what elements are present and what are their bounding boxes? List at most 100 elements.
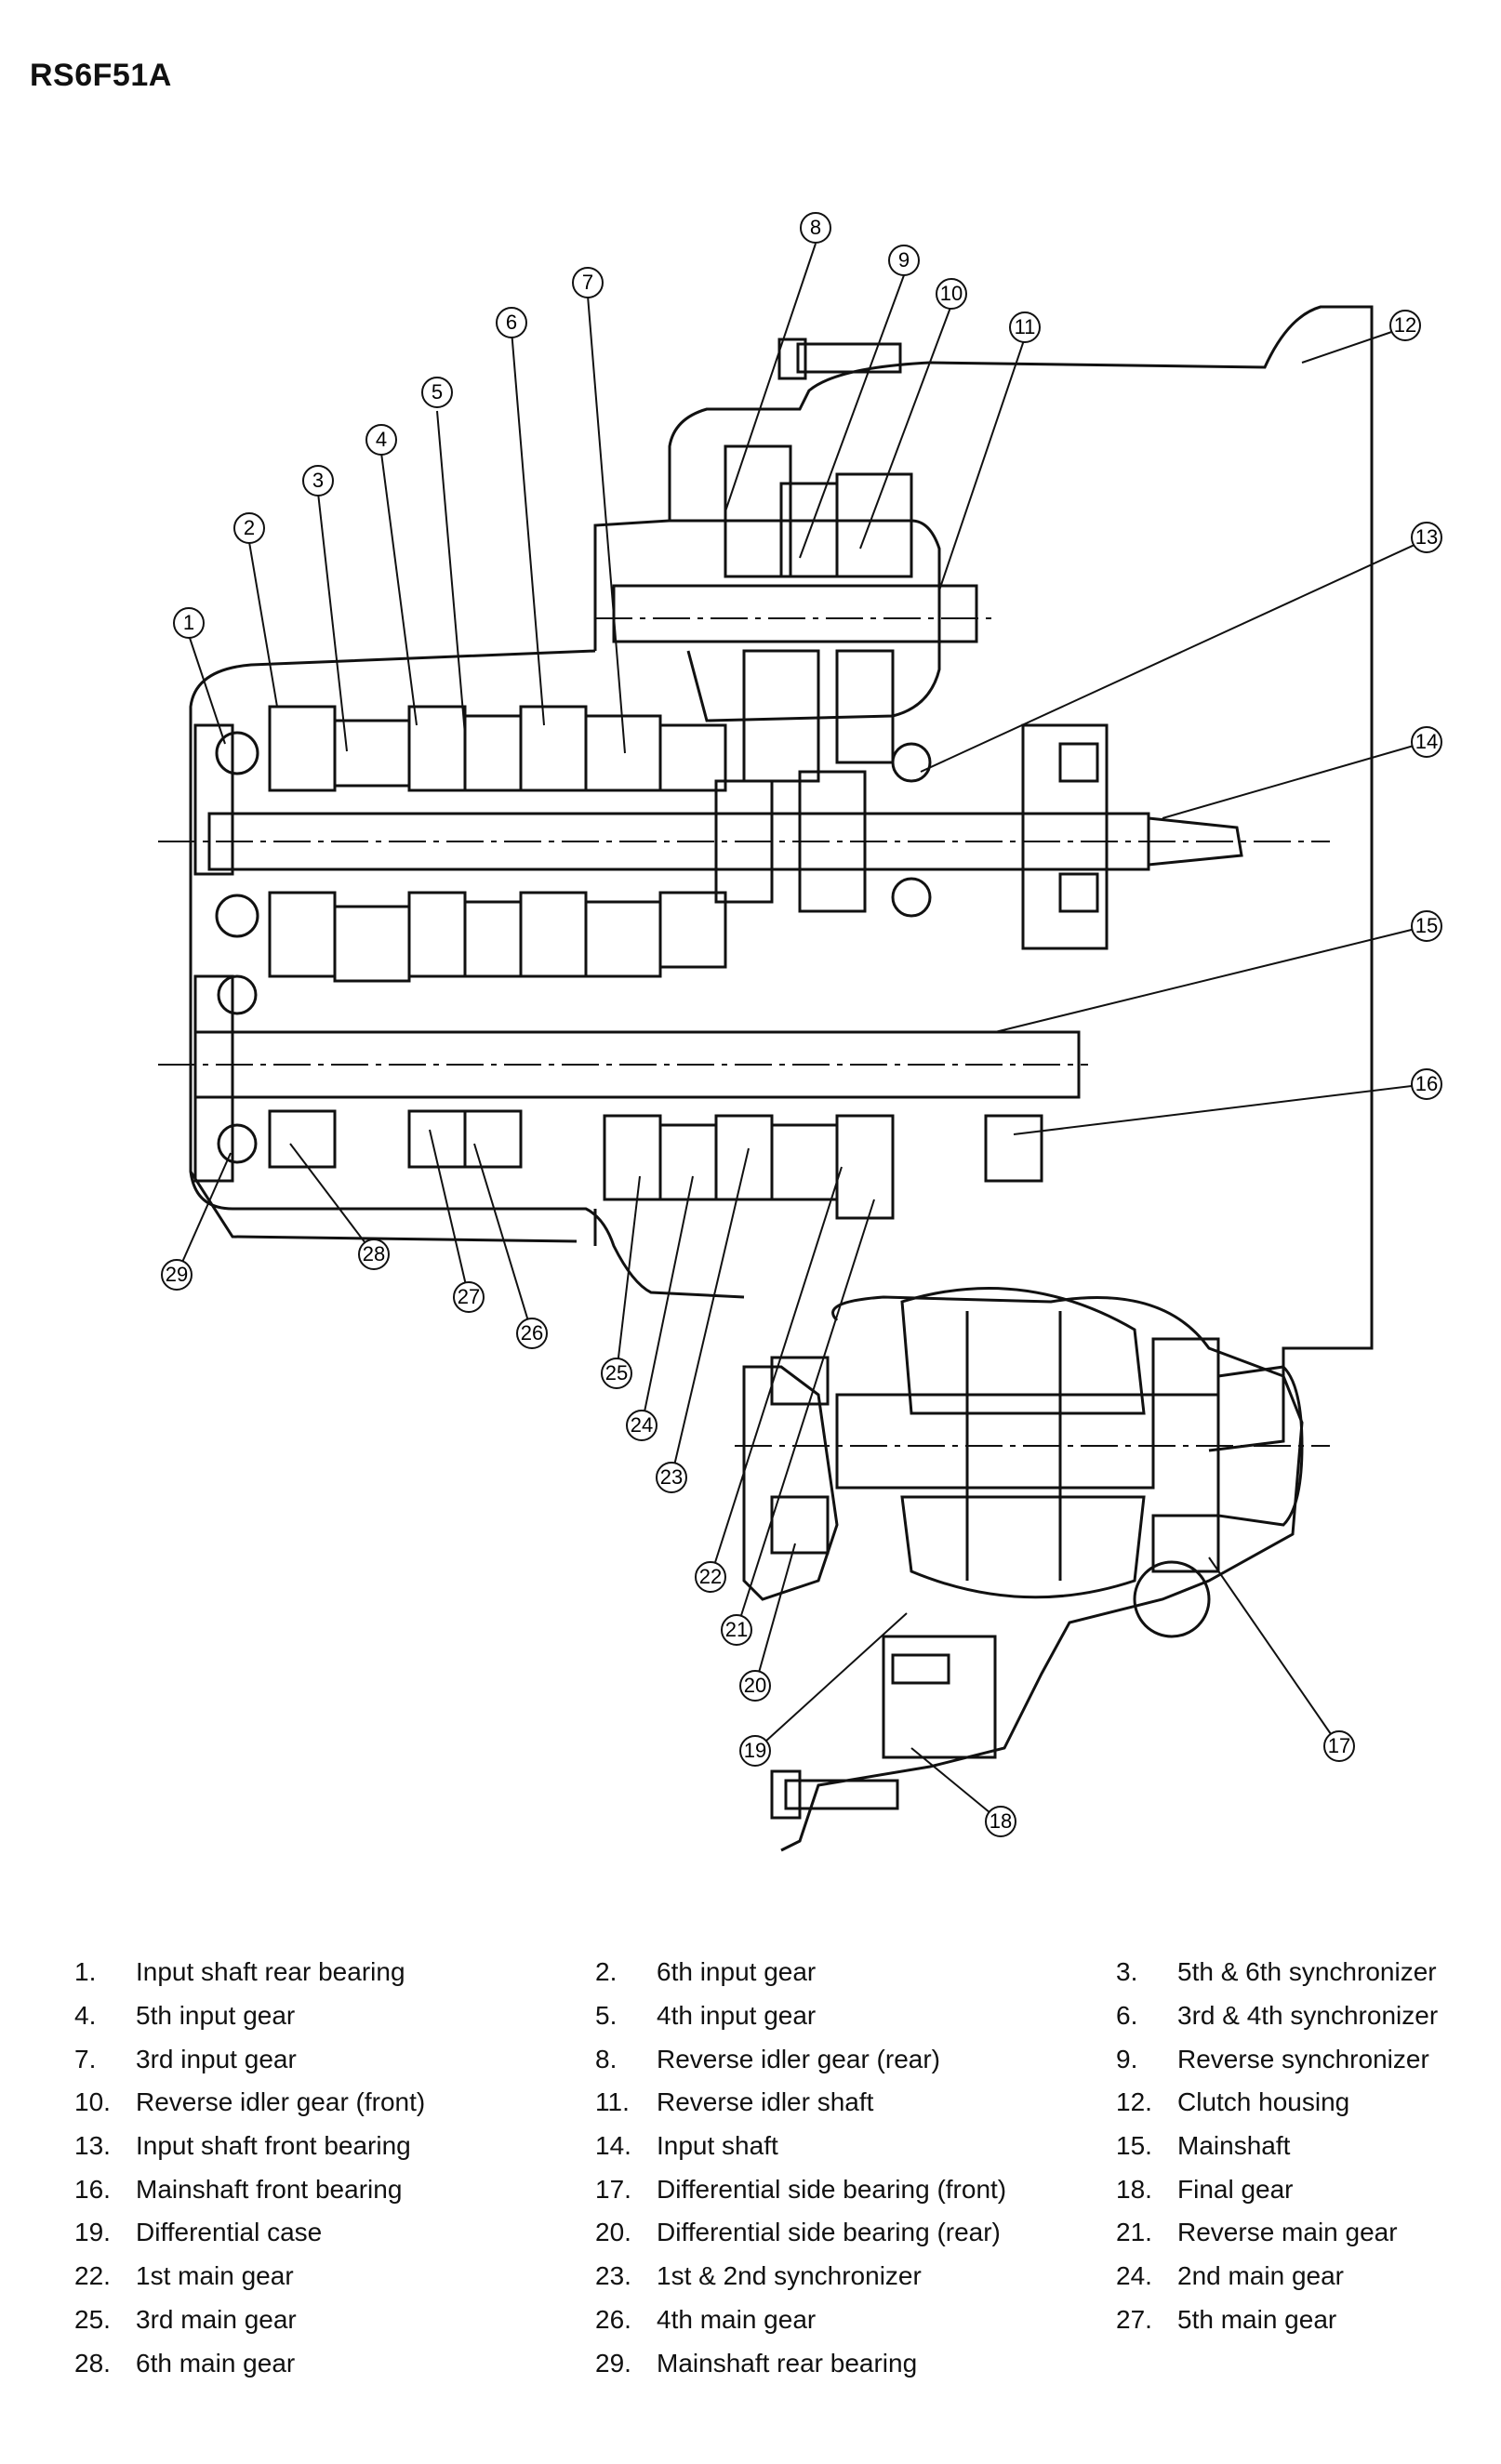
callout-circle — [739, 1670, 771, 1702]
legend-number: 16. — [74, 2174, 111, 2204]
legend-label: Input shaft — [657, 2131, 778, 2161]
callout-number: 21 — [725, 1618, 748, 1641]
callout-circle — [1009, 311, 1041, 343]
callout-circle — [233, 512, 265, 544]
callout-circle — [1411, 1068, 1442, 1100]
callout-24: 24 — [626, 1410, 658, 1441]
callout-circle — [421, 377, 453, 408]
callout-14: 14 — [1411, 726, 1442, 758]
legend-number: 21. — [1116, 2218, 1152, 2247]
legend-item: 23. 1st & 2nd synchronizer — [595, 2255, 1116, 2298]
callout-5: 5 — [421, 377, 453, 408]
callout-number: 28 — [363, 1242, 385, 1265]
callout-number: 24 — [631, 1413, 653, 1437]
callout-29: 29 — [161, 1259, 193, 1291]
callout-4: 4 — [365, 424, 397, 456]
callout-number: 2 — [244, 516, 255, 539]
legend-item: 13.Input shaft front bearing — [74, 2125, 595, 2168]
callout-17: 17 — [1323, 1730, 1355, 1762]
callout-3: 3 — [302, 465, 334, 497]
legend-label: 6th input gear — [657, 1957, 817, 1987]
callout-circle — [302, 465, 334, 497]
legend-label: 3rd & 4th synchronizer — [1177, 2001, 1439, 2031]
transaxle-cross-section-diagram: 1234567891011121314151617181920212223242… — [158, 212, 1442, 1852]
leader-lines — [176, 243, 1428, 1822]
callout-1: 1 — [173, 607, 205, 639]
legend-item: 12. Clutch housing — [1116, 2081, 1488, 2125]
callout-number: 26 — [521, 1321, 543, 1345]
callout-circle — [1323, 1730, 1355, 1762]
callout-circle — [985, 1806, 1016, 1837]
legend-label: Reverse idler shaft — [657, 2087, 874, 2117]
callout-12: 12 — [1389, 310, 1421, 341]
legend-number: 24. — [1116, 2261, 1152, 2291]
callout-number: 19 — [744, 1739, 766, 1762]
callout-circle — [161, 1259, 193, 1291]
legend-item: 17.Differential side bearing (front) — [595, 2167, 1116, 2211]
legend-item: 29.Mainshaft rear bearing — [595, 2341, 1116, 2385]
callout-number: 16 — [1415, 1072, 1438, 1095]
legend-item: 1.Input shaft rear bearing — [74, 1951, 595, 1994]
legend-number: 9. — [1116, 2044, 1138, 2073]
legend-label: Input shaft front bearing — [136, 2131, 411, 2161]
legend-label: 2nd main gear — [1177, 2261, 1345, 2291]
callout-28: 28 — [358, 1239, 390, 1270]
callout-8: 8 — [800, 212, 831, 244]
legend-item: 7.3rd input gear — [74, 2037, 595, 2081]
callout-number: 20 — [744, 1674, 766, 1697]
legend-item: 24. 2nd main gear — [1116, 2255, 1488, 2298]
legend-number: 6. — [1116, 2001, 1138, 2031]
legend-number: 23. — [595, 2261, 631, 2291]
legend-label: Reverse synchronizer — [1177, 2044, 1429, 2073]
legend-number: 22. — [74, 2261, 111, 2291]
legend-number: 12. — [1116, 2087, 1152, 2117]
legend-label: 3rd input gear — [136, 2044, 297, 2073]
callout-7: 7 — [572, 267, 604, 298]
callout-circle — [721, 1614, 752, 1646]
legend-number: 8. — [595, 2044, 618, 2073]
legend-number: 19. — [74, 2218, 111, 2247]
legend-item: 11. Reverse idler shaft — [595, 2081, 1116, 2125]
callout-circle — [800, 212, 831, 244]
callout-26: 26 — [516, 1318, 548, 1349]
callout-number: 17 — [1328, 1734, 1350, 1757]
legend-number: 15. — [1116, 2131, 1152, 2161]
callout-15: 15 — [1411, 910, 1442, 942]
legend-item: 26.4th main gear — [595, 2298, 1116, 2342]
callout-number: 10 — [940, 282, 963, 305]
callout-circle — [739, 1735, 771, 1767]
callout-20: 20 — [739, 1670, 771, 1702]
callout-23: 23 — [656, 1462, 687, 1493]
legend-label: 4th input gear — [657, 2001, 817, 2031]
callout-25: 25 — [601, 1358, 632, 1389]
callout-number: 7 — [582, 271, 593, 294]
callout-16: 16 — [1411, 1068, 1442, 1100]
legend-number: 28. — [74, 2348, 111, 2378]
diagram-drawing — [158, 305, 1374, 1852]
callout-number: 27 — [458, 1285, 480, 1308]
callout-circle — [626, 1410, 658, 1441]
legend-number: 11. — [595, 2087, 630, 2117]
callout-circle — [496, 307, 527, 338]
callout-number: 3 — [312, 469, 324, 492]
callout-circle — [572, 267, 604, 298]
callout-number: 23 — [660, 1465, 683, 1489]
legend-item: 6. 3rd & 4th synchronizer — [1116, 1994, 1488, 2038]
callout-number: 9 — [898, 248, 910, 272]
callout-number: 18 — [990, 1809, 1012, 1833]
callout-19: 19 — [739, 1735, 771, 1767]
callout-number: 8 — [810, 216, 821, 239]
callout-number: 29 — [166, 1263, 188, 1286]
legend-label: 6th main gear — [136, 2348, 296, 2378]
legend-label: 5th & 6th synchronizer — [1177, 1957, 1437, 1987]
legend-item: 5.4th input gear — [595, 1994, 1116, 2038]
legend-label: Clutch housing — [1177, 2087, 1350, 2117]
callout-2: 2 — [233, 512, 265, 544]
legend-item: 14.Input shaft — [595, 2125, 1116, 2168]
callout-number: 11 — [1015, 315, 1036, 338]
legend-item: 21.Reverse main gear — [1116, 2211, 1488, 2255]
legend-label: 1st & 2nd synchronizer — [657, 2261, 922, 2291]
legend-label: Reverse idler gear (rear) — [657, 2044, 940, 2073]
legend-number: 20. — [595, 2218, 631, 2247]
